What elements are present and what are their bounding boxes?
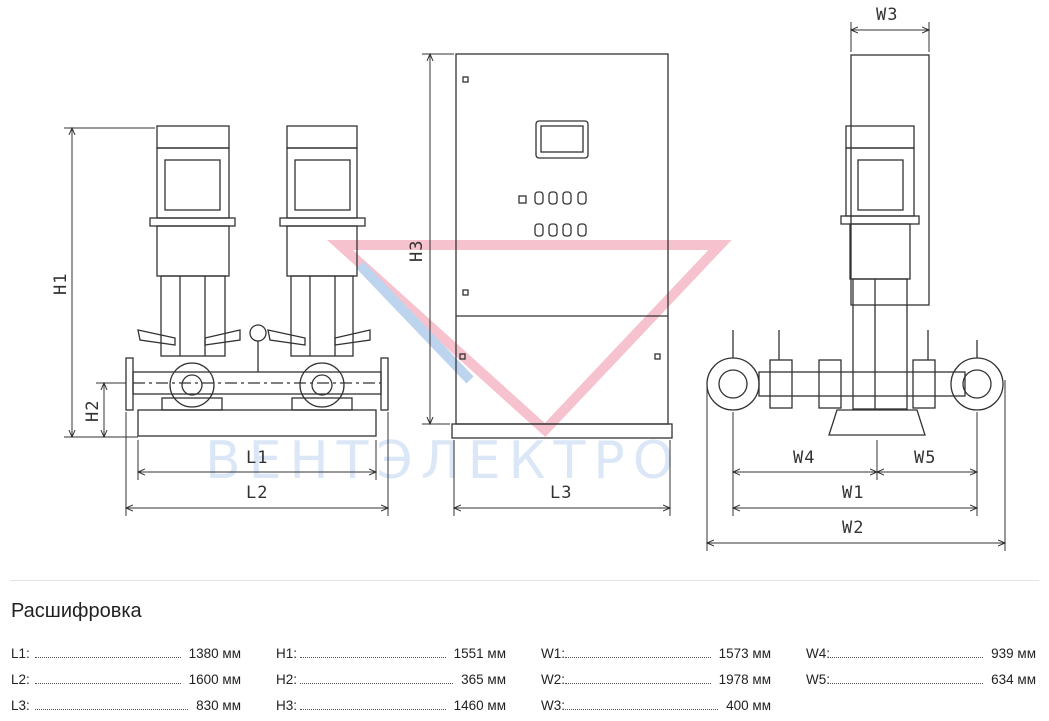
legend-key: H2:: [276, 672, 298, 687]
watermark-text: ВЕНТЭЛЕКТРО: [205, 431, 682, 491]
legend-item: W5: 634 мм: [806, 672, 1036, 689]
legend-key: W1:: [541, 646, 566, 661]
legend-grid: L1: 1380 мм H1: 1551 мм W1: 1573 мм W4: 939 …: [11, 646, 1038, 715]
label-w2: W2: [842, 518, 864, 538]
legend-item: L2: 1600 мм: [11, 672, 241, 689]
section-divider: [10, 580, 1039, 581]
legend-item: W2: 1978 мм: [541, 672, 771, 689]
legend-leader: [35, 683, 181, 684]
legend-value: 1380 мм: [188, 646, 241, 661]
legend-value: 400 мм: [726, 698, 771, 713]
dimension-lines: [64, 22, 1005, 551]
legend-item: H2: 365 мм: [276, 672, 506, 689]
legend-value: 1600 мм: [188, 672, 241, 687]
legend-item: W1: 1573 мм: [541, 646, 771, 663]
label-h3: H3: [407, 240, 427, 262]
pump-station-drawing: ВЕНТЭЛЕКТРО: [51, 5, 1049, 551]
side-view: [706, 54, 1004, 436]
legend-leader: [830, 657, 984, 658]
legend-key: W4:: [806, 646, 831, 661]
legend-leader: [565, 683, 711, 684]
legend-key: H1:: [276, 646, 298, 661]
legend-value: 1573 мм: [718, 646, 771, 661]
legend-leader: [565, 657, 711, 658]
legend-leader: [35, 657, 181, 658]
legend-value: 365 мм: [461, 672, 506, 687]
legend-leader: [300, 683, 454, 684]
legend-leader: [830, 683, 984, 684]
label-l3: L3: [550, 483, 572, 503]
label-h2: H2: [83, 400, 103, 422]
legend-value: 1551 мм: [453, 646, 506, 661]
cabinet-view: [451, 53, 673, 439]
legend-item: H1: 1551 мм: [276, 646, 506, 663]
label-l1: L1: [246, 448, 268, 468]
legend-leader: [35, 709, 189, 710]
legend-item: W4: 939 мм: [806, 646, 1036, 663]
legend-leader: [565, 709, 719, 710]
legend-title: Расшифровка: [11, 600, 142, 622]
legend-leader: [300, 709, 446, 710]
legend-key: L1:: [11, 646, 30, 661]
legend-value: 634 мм: [991, 672, 1036, 687]
legend-item: H3: 1460 мм: [276, 698, 506, 715]
legend-value: 830 мм: [196, 698, 241, 713]
legend-leader: [300, 657, 446, 658]
legend-key: W2:: [541, 672, 566, 687]
legend-key: W3:: [541, 698, 566, 713]
legend-item: W3: 400 мм: [541, 698, 771, 715]
label-w5: W5: [914, 448, 936, 468]
watermark-logo: ВЕНТЭЛЕКТРО: [205, 240, 732, 491]
legend-key: L3:: [11, 698, 30, 713]
label-w3: W3: [876, 5, 898, 25]
legend-key: H3:: [276, 698, 298, 713]
legend-item: L1: 1380 мм: [11, 646, 241, 663]
legend-item: L3: 830 мм: [11, 698, 241, 715]
legend-value: 1460 мм: [453, 698, 506, 713]
legend-key: W5:: [806, 672, 831, 687]
legend-value: 939 мм: [991, 646, 1036, 661]
label-w4: W4: [793, 448, 815, 468]
label-w1: W1: [842, 483, 864, 503]
front-view: [125, 125, 389, 437]
legend-value: 1978 мм: [718, 672, 771, 687]
label-l2: L2: [246, 483, 268, 503]
label-h1: H1: [51, 273, 71, 295]
legend-key: L2:: [11, 672, 30, 687]
